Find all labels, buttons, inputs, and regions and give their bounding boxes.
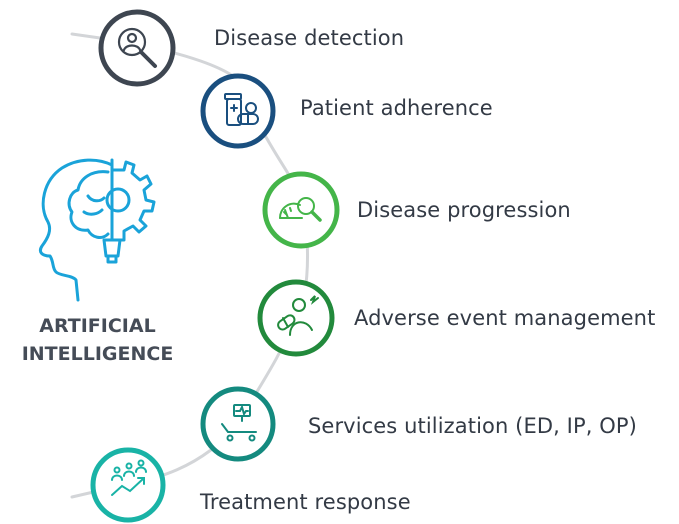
node-label-services-utilization: Services utilization (ED, IP, OP)	[308, 414, 637, 438]
patient-pill-alert-icon	[277, 295, 319, 336]
node-patient-adherence	[200, 73, 276, 149]
magnifier-user-icon	[117, 27, 157, 68]
node-label-treatment-response: Treatment response	[200, 490, 411, 514]
node-adverse-event-management	[257, 279, 335, 357]
ai-title-line1: ARTIFICIAL	[39, 315, 156, 337]
ai-title: ARTIFICIAL INTELLIGENCE	[0, 312, 195, 368]
ai-head-brain-gear-icon	[38, 158, 156, 302]
ai-title-line2: INTELLIGENCE	[21, 343, 174, 365]
node-disease-progression	[262, 171, 340, 249]
node-ring	[98, 9, 176, 87]
node-disease-detection	[98, 9, 176, 87]
gauge-magnifier-icon	[278, 197, 322, 222]
node-label-disease-detection: Disease detection	[214, 26, 405, 50]
node-treatment-response	[90, 447, 166, 523]
node-label-disease-progression: Disease progression	[357, 198, 571, 222]
people-trend-arrow-icon	[111, 459, 147, 496]
node-label-patient-adherence: Patient adherence	[300, 96, 493, 120]
hospital-bed-monitor-icon	[221, 404, 257, 442]
pill-bottle-capsule-icon	[224, 93, 259, 126]
node-services-utilization	[200, 386, 276, 462]
node-label-adverse-event-management: Adverse event management	[354, 306, 656, 330]
